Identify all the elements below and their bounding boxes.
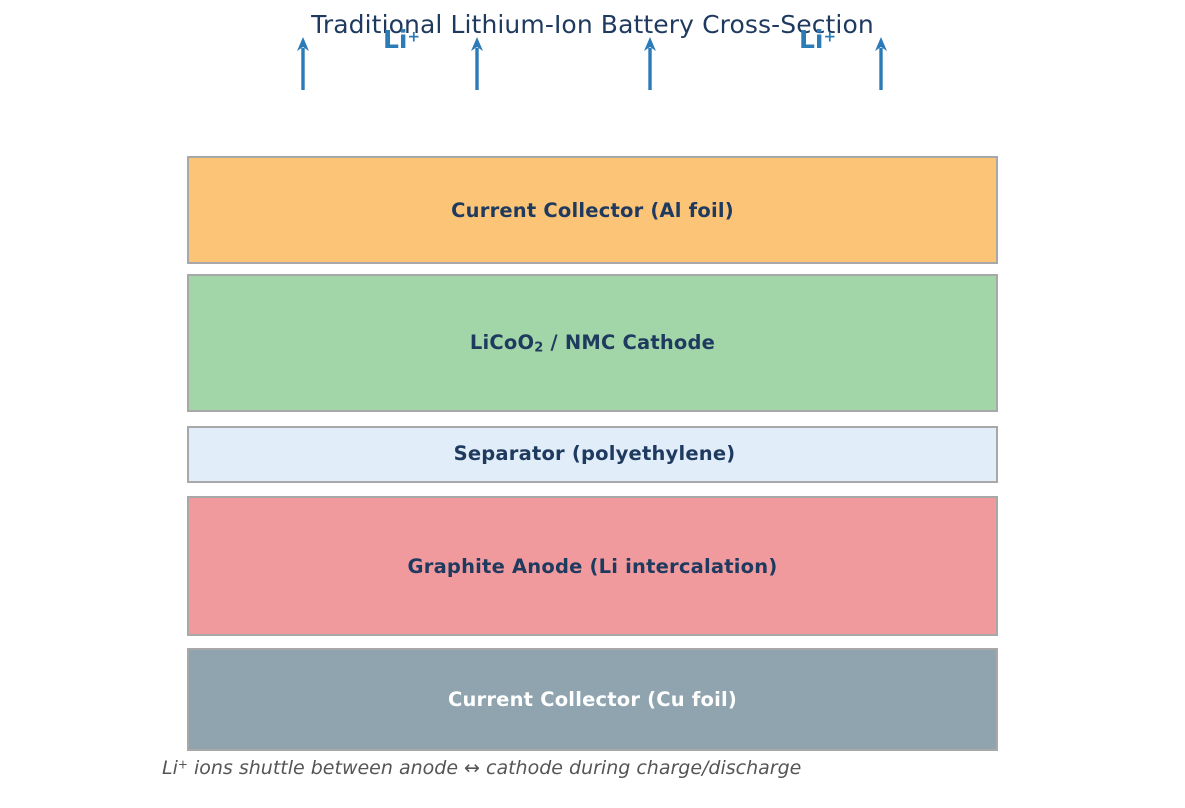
cathode-formula-subscript: 2 <box>534 340 544 356</box>
ion-label-right: Li+ <box>799 27 836 52</box>
ion-label-left: Li+ <box>383 27 420 52</box>
ion-label-charge: + <box>407 27 421 46</box>
ion-label-base: Li <box>383 25 408 54</box>
ion-label-charge: + <box>823 27 837 46</box>
ion-arrow-3 <box>643 34 657 90</box>
cathode-label-rest: / NMC Cathode <box>543 330 716 354</box>
layer-current-collector-cu: Current Collector (Cu foil) <box>187 648 998 751</box>
layer-label-current-collector-cu: Current Collector (Cu foil) <box>447 688 738 711</box>
caption-ion-base: Li <box>162 757 178 779</box>
caption-ion-charge: + <box>177 757 188 772</box>
ion-arrow-1 <box>296 34 310 90</box>
layer-current-collector-al: Current Collector (Al foil) <box>187 156 998 264</box>
layer-separator: Separator (polyethylene) <box>187 426 998 483</box>
layer-label-separator: Separator (polyethylene) <box>453 442 736 465</box>
ion-arrow-4 <box>874 34 888 90</box>
cathode-formula-base: LiCoO <box>469 330 535 354</box>
battery-layer-stack: Current Collector (Al foil) LiCoO2 / NMC… <box>187 0 998 808</box>
page-title: Traditional Lithium-Ion Battery Cross-Se… <box>311 10 874 39</box>
layer-label-graphite-anode: Graphite Anode (Li intercalation) <box>407 554 778 578</box>
figure-caption: Li+ ions shuttle between anode ↔ cathode… <box>162 757 801 779</box>
ion-label-base: Li <box>799 25 824 54</box>
layer-cathode: LiCoO2 / NMC Cathode <box>187 274 998 412</box>
layer-label-current-collector-al: Current Collector (Al foil) <box>451 198 734 222</box>
layer-graphite-anode: Graphite Anode (Li intercalation) <box>187 496 998 636</box>
layer-label-cathode: LiCoO2 / NMC Cathode <box>470 331 715 355</box>
ion-arrow-2 <box>470 34 484 90</box>
caption-text: ions shuttle between anode ↔ cathode dur… <box>187 757 802 779</box>
